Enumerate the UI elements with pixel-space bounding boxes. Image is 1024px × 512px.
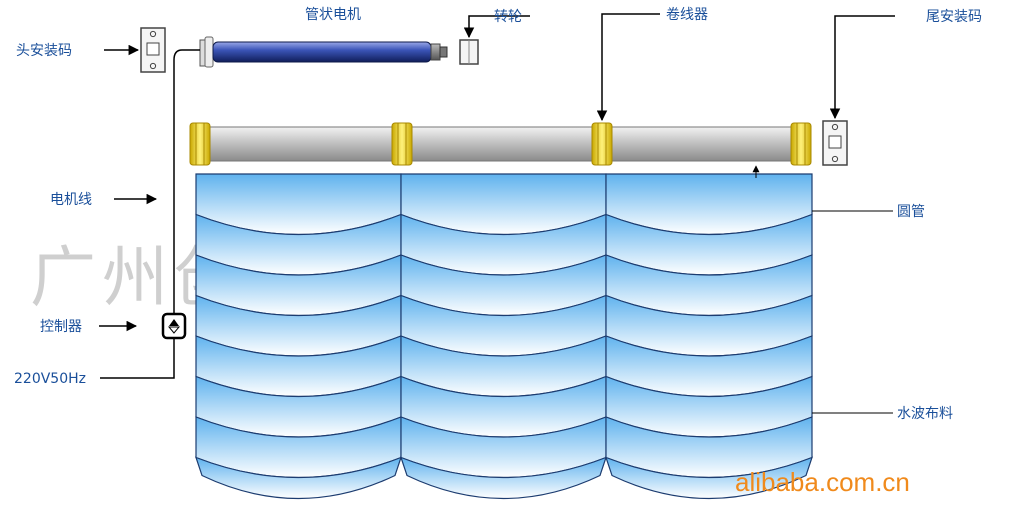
- tube-rings: [189, 122, 812, 166]
- tube-ring-winder: [591, 122, 613, 166]
- label-controller: 控制器: [40, 319, 82, 335]
- rotor-wheel: [459, 39, 479, 65]
- controller: [161, 312, 187, 340]
- alibaba-logo: alibaba.com.cn: [735, 467, 910, 497]
- motor-cable: [100, 49, 200, 379]
- label-tubular-motor: 管状电机: [305, 7, 361, 23]
- head-bracket: [140, 27, 166, 73]
- fabric-hem: [605, 456, 813, 499]
- label-wave-fabric: 水波布料: [897, 406, 953, 422]
- fabric-hem: [195, 456, 402, 499]
- tube-ring: [391, 122, 413, 166]
- pointer-lines: [99, 13, 895, 414]
- tubular-motor: [199, 36, 448, 68]
- wave-fabric: [195, 173, 813, 499]
- label-power-supply: 220V50Hz: [14, 371, 86, 387]
- label-winder: 卷线器: [666, 7, 708, 23]
- label-round-tube: 圆管: [897, 204, 925, 220]
- fabric-column: [400, 173, 607, 499]
- label-head-bracket: 头安装码: [16, 43, 72, 59]
- label-rotor-wheel: 转轮: [494, 9, 522, 25]
- label-tail-bracket: 尾安装码: [926, 9, 982, 25]
- fabric-column: [605, 173, 813, 499]
- tube-ring: [189, 122, 211, 166]
- fabric-hem: [400, 456, 607, 499]
- label-motor-cable: 电机线: [50, 192, 92, 208]
- round-tube: [197, 126, 807, 162]
- tail-bracket: [822, 120, 848, 166]
- fabric-column: [195, 173, 402, 499]
- tube-ring: [790, 122, 812, 166]
